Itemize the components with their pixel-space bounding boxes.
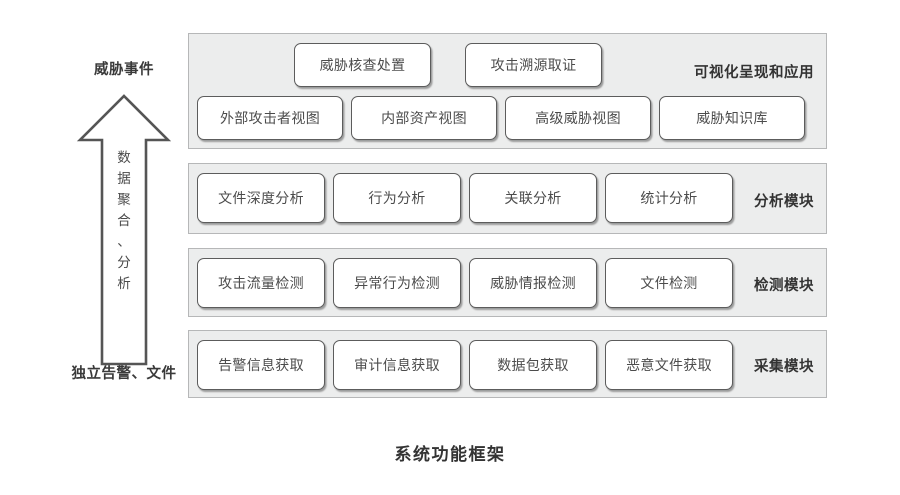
node-internal-asset-view[interactable]: 内部资产视图: [351, 96, 497, 140]
visualization-row-bottom: 外部攻击者视图 内部资产视图 高级威胁视图 威胁知识库: [197, 96, 805, 140]
node-audit-info-acquisition[interactable]: 审计信息获取: [333, 340, 461, 390]
node-correlation-analysis[interactable]: 关联分析: [469, 173, 597, 223]
visualization-row-top: 威胁核查处置 攻击溯源取证: [294, 43, 602, 87]
analysis-row: 文件深度分析 行为分析 关联分析 统计分析: [197, 173, 733, 223]
band-label-analysis: 分析模块: [754, 194, 814, 210]
band-analysis: 文件深度分析 行为分析 关联分析 统计分析 分析模块: [188, 163, 827, 234]
node-external-attacker-view[interactable]: 外部攻击者视图: [197, 96, 343, 140]
node-threat-knowledge-base[interactable]: 威胁知识库: [659, 96, 805, 140]
node-statistical-analysis[interactable]: 统计分析: [605, 173, 733, 223]
detection-row: 攻击流量检测 异常行为检测 威胁情报检测 文件检测: [197, 258, 733, 308]
band-visualization: 威胁核查处置 攻击溯源取证 外部攻击者视图 内部资产视图 高级威胁视图 威胁知识…: [188, 33, 827, 149]
node-file-deep-analysis[interactable]: 文件深度分析: [197, 173, 325, 223]
node-attack-traffic-detection[interactable]: 攻击流量检测: [197, 258, 325, 308]
node-threat-verification-disposal[interactable]: 威胁核查处置: [294, 43, 431, 87]
node-malicious-file-acquisition[interactable]: 恶意文件获取: [605, 340, 733, 390]
node-packet-acquisition[interactable]: 数据包获取: [469, 340, 597, 390]
node-file-detection[interactable]: 文件检测: [605, 258, 733, 308]
figure-caption: 系统功能框架: [394, 445, 506, 465]
band-label-detection: 检测模块: [754, 278, 814, 294]
node-anomalous-behavior-detection[interactable]: 异常行为检测: [333, 258, 461, 308]
band-label-visualization: 可视化呈现和应用: [694, 65, 814, 81]
node-behavior-analysis[interactable]: 行为分析: [333, 173, 461, 223]
collection-row: 告警信息获取 审计信息获取 数据包获取 恶意文件获取: [197, 340, 733, 390]
arrow-bottom-label: 独立告警、文件: [71, 366, 177, 382]
node-threat-intelligence-detection[interactable]: 威胁情报检测: [469, 258, 597, 308]
node-advanced-threat-view[interactable]: 高级威胁视图: [505, 96, 651, 140]
band-detection: 攻击流量检测 异常行为检测 威胁情报检测 文件检测 检测模块: [188, 248, 827, 317]
arrow-top-label: 威胁事件: [94, 62, 154, 78]
data-flow-arrow-column: 威胁事件 数 据 聚 合 、 分 析 独立告警、文件: [62, 40, 186, 390]
node-attack-traceback-forensics[interactable]: 攻击溯源取证: [465, 43, 602, 87]
band-collection: 告警信息获取 审计信息获取 数据包获取 恶意文件获取 采集模块: [188, 330, 827, 398]
arrow-vertical-label: 数 据 聚 合 、 分 析: [117, 150, 131, 292]
node-alert-info-acquisition[interactable]: 告警信息获取: [197, 340, 325, 390]
upward-arrow-icon: [76, 94, 172, 366]
band-label-collection: 采集模块: [754, 359, 814, 375]
